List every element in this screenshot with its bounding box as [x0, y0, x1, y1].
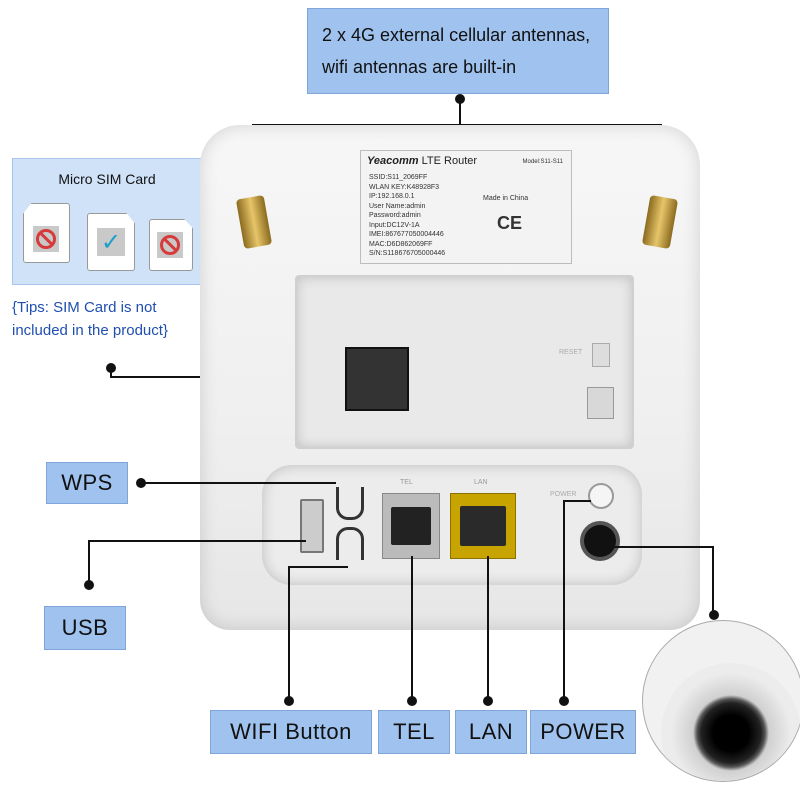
power-label: POWER — [530, 710, 636, 754]
lan-pointer-v — [487, 556, 489, 700]
antennas-pointer-line — [459, 99, 461, 125]
power-jack-zoom — [642, 620, 800, 782]
antennas-line-2: wifi antennas are built-in — [322, 57, 517, 77]
lan-tag: LAN — [474, 479, 488, 486]
power-pointer-h — [563, 500, 591, 502]
sim-card-panel: Micro SIM Card ✓ — [12, 158, 202, 285]
sim-tips: {Tips: SIM Card is not included in the p… — [12, 296, 168, 342]
tel-port[interactable] — [382, 493, 440, 559]
lan-port[interactable] — [450, 493, 516, 559]
antennas-line-1: 2 x 4G external cellular antennas, — [322, 25, 591, 45]
sim-bay: RESET — [295, 275, 634, 449]
reset-button[interactable] — [592, 343, 610, 367]
usb-port[interactable] — [300, 499, 324, 553]
zoom-line-h — [600, 546, 713, 548]
lan-pointer-dot — [483, 696, 493, 706]
ce-mark: CE — [497, 213, 523, 233]
power-pointer-v — [563, 500, 565, 700]
sticker-model: Model:S11-S11 — [522, 159, 563, 165]
prohibited-icon — [157, 232, 183, 258]
wps-label: WPS — [46, 462, 128, 504]
usb-pointer-h — [88, 540, 306, 542]
sim-slot — [345, 347, 409, 411]
sim-tips-line-2: included in the product} — [12, 322, 168, 339]
wps-pointer-line — [140, 482, 336, 484]
wifi-pointer-v — [288, 566, 290, 700]
power-jack[interactable] — [584, 525, 616, 557]
sim-pointer-drop — [110, 368, 112, 378]
port-panel: TEL LAN POWER — [262, 465, 642, 585]
checkmark-icon: ✓ — [97, 228, 125, 256]
sim-tips-line-1: {Tips: SIM Card is not — [12, 299, 157, 316]
power-tag: POWER — [550, 491, 577, 498]
lan-label: LAN — [455, 710, 527, 754]
power-pointer-dot — [559, 696, 569, 706]
prohibited-icon — [33, 226, 59, 252]
wifi-pointer-dot — [284, 696, 294, 706]
power-button[interactable] — [588, 483, 614, 509]
sim-card-wrong-1 — [23, 203, 70, 263]
sim-card-title: Micro SIM Card — [58, 171, 156, 187]
tel-tag: TEL — [400, 479, 413, 486]
tel-label: TEL — [378, 710, 450, 754]
wifi-button-label: WIFI Button — [210, 710, 372, 754]
sticker-brand: Yeacomm — [367, 155, 419, 167]
tel-pointer-dot — [407, 696, 417, 706]
product-label-sticker: Yeacomm LTE Router Model:S11-S11 SSID:S1… — [360, 150, 572, 264]
power-zoom-dot — [709, 610, 719, 620]
usb-label: USB — [44, 606, 126, 650]
sticker-product: LTE Router — [421, 155, 478, 167]
wps-button[interactable] — [336, 487, 364, 520]
usb-pointer-v — [88, 540, 90, 584]
sticker-origin: Made in China — [483, 195, 529, 202]
sim-card-correct: ✓ — [87, 213, 135, 271]
wifi-pointer-h — [288, 566, 348, 568]
wifi-button[interactable] — [336, 527, 364, 560]
antennas-callout: 2 x 4G external cellular antennas, wifi … — [307, 8, 609, 94]
reset-tag: RESET — [559, 349, 583, 356]
usb-pointer-dot — [84, 580, 94, 590]
zoom-line-v — [712, 546, 714, 612]
tel-pointer-v — [411, 556, 413, 700]
battery-connector — [587, 387, 614, 419]
sim-card-wrong-2 — [149, 219, 193, 271]
